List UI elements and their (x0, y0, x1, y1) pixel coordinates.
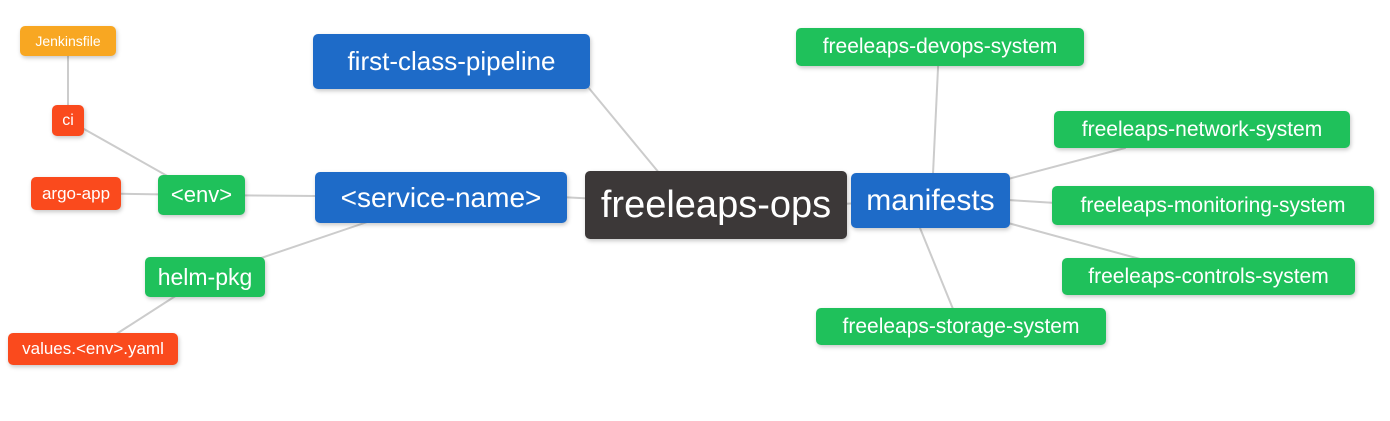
edge-manifests-to-freeleaps-controls-system (1007, 222, 1141, 260)
mindmap-node-manifests[interactable]: manifests (851, 173, 1010, 228)
edge-manifests-to-freeleaps-monitoring-system (1007, 199, 1057, 204)
edge-first-class-pipeline-to-freeleaps-ops (587, 86, 661, 175)
mindmap-node-freeleaps-network-system[interactable]: freeleaps-network-system (1054, 111, 1350, 148)
node-label: manifests (866, 183, 995, 217)
node-label: freeleaps-monitoring-system (1080, 193, 1346, 217)
edge-manifests-to-freeleaps-network-system (1007, 147, 1126, 180)
node-label: <env> (170, 182, 233, 207)
node-label: <service-name> (340, 181, 542, 213)
node-label: freeleaps-storage-system (842, 314, 1080, 338)
edge-manifests-to-freeleaps-storage-system (919, 227, 954, 310)
mindmap-node-freeleaps-controls-system[interactable]: freeleaps-controls-system (1062, 258, 1355, 295)
node-label: first-class-pipeline (347, 46, 556, 76)
mindmap-node-helm-pkg[interactable]: helm-pkg (145, 257, 265, 297)
node-label: helm-pkg (157, 263, 253, 290)
mindmap-node-freeleaps-storage-system[interactable]: freeleaps-storage-system (816, 308, 1106, 345)
mindmap-node-ci[interactable]: ci (52, 105, 84, 136)
mindmap-node-argo-app[interactable]: argo-app (31, 177, 121, 210)
mindmap-node-service-name[interactable]: <service-name> (315, 172, 567, 223)
node-label: values.<env>.yaml (22, 339, 164, 358)
node-label: ci (62, 111, 74, 129)
node-label: freeleaps-network-system (1081, 117, 1323, 141)
mindmap-node-values-env-yaml[interactable]: values.<env>.yaml (8, 333, 178, 365)
mindmap-node-first-class-pipeline[interactable]: first-class-pipeline (313, 34, 590, 89)
node-label: argo-app (41, 183, 111, 203)
mindmap-node-freeleaps-devops-system[interactable]: freeleaps-devops-system (796, 28, 1084, 66)
mindmap-node-env[interactable]: <env> (158, 175, 245, 215)
edge-manifests-to-freeleaps-devops-system (932, 46, 940, 175)
mindmap-node-freeleaps-monitoring-system[interactable]: freeleaps-monitoring-system (1052, 186, 1374, 225)
node-label: Jenkinsfile (35, 33, 101, 49)
mindmap-node-freeleaps-ops[interactable]: freeleaps-ops (585, 171, 847, 239)
node-label: freeleaps-devops-system (822, 35, 1058, 58)
node-label: freeleaps-controls-system (1088, 264, 1329, 288)
mindmap-node-jenkinsfile[interactable]: Jenkinsfile (20, 26, 116, 56)
node-label: freeleaps-ops (600, 183, 832, 226)
